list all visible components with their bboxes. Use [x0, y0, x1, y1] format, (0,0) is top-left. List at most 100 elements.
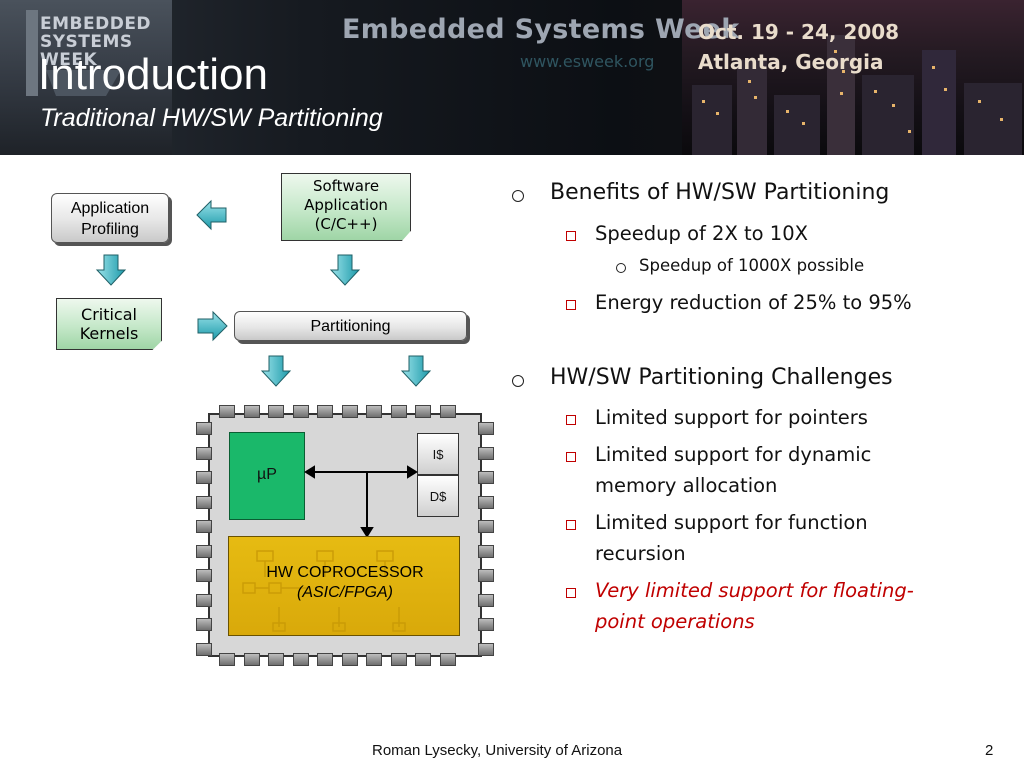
app-profiling-line-2: Profiling — [81, 221, 139, 238]
slide-subtitle: Traditional HW/SW Partitioning — [40, 104, 383, 132]
chip-pin — [390, 653, 407, 666]
hw-coprocessor-title: HW COPROCESSOR — [266, 564, 424, 581]
arrow-left-icon — [196, 199, 227, 231]
chip-pin — [196, 520, 212, 533]
arrow-down-icon — [260, 355, 292, 387]
challenge-item-emphasized: Very limited support for floating- — [595, 579, 914, 602]
chip-pin — [478, 471, 494, 484]
chip-pin — [317, 653, 333, 666]
chip-pin — [243, 405, 260, 418]
application-profiling-box: Application Profiling — [51, 193, 169, 243]
chip-pin — [478, 446, 494, 460]
partitioning-box: Partitioning — [234, 311, 467, 341]
challenge-item: Limited support for dynamic — [595, 443, 872, 466]
challenge-item-continued: recursion — [595, 542, 686, 565]
hw-coprocessor-type: (ASIC/FPGA) — [296, 584, 393, 601]
chip-pin — [219, 653, 235, 666]
chip-pin — [341, 653, 358, 666]
chip-pin — [478, 642, 494, 656]
microprocessor-block: µP — [229, 432, 305, 520]
critical-kernels-box: Critical Kernels — [56, 298, 162, 350]
chip-pin — [219, 405, 235, 418]
challenge-item-emphasized-continued: point operations — [595, 610, 755, 633]
software-application-box: Software Application (C/C++) — [281, 173, 411, 241]
bullet-square-icon — [566, 300, 576, 310]
chip-pin — [196, 495, 212, 509]
bullet-circle-icon — [512, 190, 524, 202]
instruction-cache-block: I$ — [417, 433, 459, 475]
chip-pin — [196, 422, 212, 435]
hw-coprocessor-label: HW COPROCESSOR (ASIC/FPGA) — [229, 563, 461, 603]
bullet-circle-small-icon — [616, 263, 626, 273]
chip-pin — [196, 593, 212, 607]
chip-pin — [341, 405, 358, 418]
arrow-down-icon — [400, 355, 432, 387]
event-url: www.esweek.org — [520, 52, 655, 71]
chip-pin — [292, 405, 309, 418]
chip-pin — [196, 569, 212, 582]
page-number: 2 — [985, 742, 994, 759]
slide-title: Introduction — [38, 50, 268, 99]
event-dates: Oct. 19 - 24, 2008 — [698, 20, 900, 44]
chip-pin — [292, 653, 309, 666]
header-banner: EMBEDDED SYSTEMS WEEK Embedded Systems W… — [0, 0, 1024, 155]
chip-pin — [243, 653, 260, 666]
software-app-line-1: Software — [312, 177, 380, 195]
benefit-item: Energy reduction of 25% to 95% — [595, 291, 912, 314]
chip-pin — [196, 446, 212, 460]
footer-author: Roman Lysecky, University of Arizona — [372, 742, 623, 759]
arrow-right-icon — [197, 310, 228, 342]
bullet-square-icon — [566, 520, 576, 530]
data-cache-block: D$ — [417, 475, 459, 517]
logo-line-3: WEEK — [40, 50, 98, 70]
challenge-item-continued: memory allocation — [595, 474, 778, 497]
benefit-subitem: Speedup of 1000X possible — [639, 256, 865, 275]
app-profiling-line-1: Application — [70, 200, 150, 217]
bullet-square-icon — [566, 452, 576, 462]
software-app-line-2: Application — [304, 196, 388, 214]
logo-mark-icon — [26, 10, 121, 96]
arrow-down-icon — [95, 254, 127, 286]
bus-connector-icon — [304, 465, 418, 538]
critical-kernels-line-2: Kernels — [79, 324, 139, 343]
challenge-item: Limited support for pointers — [595, 406, 868, 429]
bullet-square-icon — [566, 588, 576, 598]
challenge-item: Limited support for function — [595, 511, 868, 534]
esweek-logo: EMBEDDED SYSTEMS WEEK — [26, 10, 151, 96]
bullet-square-icon — [566, 415, 576, 425]
challenges-heading: HW/SW Partitioning Challenges — [550, 365, 893, 390]
chip-pin — [478, 544, 494, 558]
event-location: Atlanta, Georgia — [698, 50, 884, 74]
benefit-item: Speedup of 2X to 10X — [595, 222, 808, 245]
bullet-square-icon — [566, 231, 576, 241]
logo-line-1: EMBEDDED — [40, 14, 152, 34]
software-app-line-3: (C/C++) — [314, 215, 378, 233]
chip-pin — [196, 471, 212, 484]
chip-pin — [478, 569, 494, 582]
chip-pin — [439, 405, 456, 418]
chip-pin — [196, 642, 212, 656]
chip-pin — [478, 520, 494, 533]
arrow-down-icon — [329, 254, 361, 286]
chip-pin — [196, 618, 212, 631]
chip-pin — [268, 653, 284, 666]
hw-coprocessor-block: HW COPROCESSOR (ASIC/FPGA) — [228, 536, 460, 636]
chip-pin — [390, 405, 407, 418]
logo-line-2: SYSTEMS — [40, 32, 133, 52]
critical-kernels-line-1: Critical — [81, 305, 137, 324]
chip-pin — [415, 653, 431, 666]
chip-pin — [366, 405, 382, 418]
atlanta-skyline-image — [682, 0, 1024, 155]
chip-pin — [268, 405, 284, 418]
benefits-heading: Benefits of HW/SW Partitioning — [550, 180, 890, 205]
event-name: Embedded Systems Week — [342, 14, 740, 45]
chip-pin — [478, 495, 494, 509]
chip-pin — [415, 405, 431, 418]
chip-pin — [478, 422, 494, 435]
chip-pin — [439, 653, 456, 666]
chip-pin — [196, 544, 212, 558]
chip-pin — [478, 593, 494, 607]
bullet-circle-icon — [512, 375, 524, 387]
chip-pin — [366, 653, 382, 666]
chip-pin — [317, 405, 333, 418]
